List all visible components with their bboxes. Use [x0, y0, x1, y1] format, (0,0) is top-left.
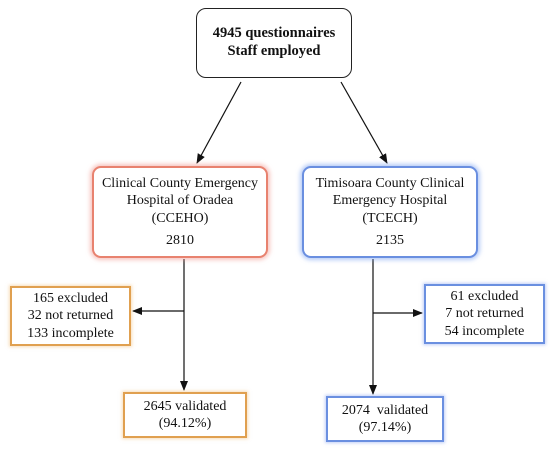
- timisoara-count: 2135: [376, 232, 404, 248]
- oradea-validated-percent: (94.12%): [158, 416, 212, 431]
- timisoara-excluded-total: 61 excluded: [450, 289, 519, 305]
- timisoara-validated-percent: (97.14%): [358, 420, 412, 435]
- oradea-validated-box: 2645 validated (94.12%): [123, 392, 247, 438]
- timisoara-validated-box: 2074 validated (97.14%): [326, 396, 444, 442]
- oradea-validated-count: 2645 validated: [143, 398, 227, 414]
- arrow-root-to-left: [196, 81, 242, 164]
- staff-employed-label: Staff employed: [227, 43, 321, 59]
- timisoara-validated-count: 2074 validated: [341, 402, 429, 418]
- oradea-incomplete: 133 incomplete: [27, 325, 114, 341]
- total-questionnaires-label: 4945 questionnaires: [212, 25, 336, 42]
- oradea-excluded-box: 165 excluded 32 not returned 133 incompl…: [10, 286, 131, 346]
- timisoara-not-returned: 7 not returned: [445, 306, 524, 322]
- oradea-hospital-name: Clinical County Emergency Hospital of Or…: [101, 176, 259, 226]
- oradea-hospital-box: Clinical County Emergency Hospital of Or…: [92, 166, 268, 258]
- arrow-root-to-right: [340, 81, 388, 164]
- timisoara-excluded-box: 61 excluded 7 not returned 54 incomplete: [424, 284, 545, 344]
- timisoara-incomplete: 54 incomplete: [444, 323, 525, 339]
- oradea-excluded-total: 165 excluded: [32, 291, 109, 307]
- total-questionnaires-box: 4945 questionnaires Staff employed: [196, 8, 352, 78]
- oradea-not-returned: 32 not returned: [27, 308, 114, 324]
- oradea-count: 2810: [166, 232, 194, 248]
- timisoara-hospital-box: Timisoara County Clinical Emergency Hosp…: [302, 166, 478, 258]
- timisoara-hospital-name: Timisoara County Clinical Emergency Hosp…: [315, 176, 465, 226]
